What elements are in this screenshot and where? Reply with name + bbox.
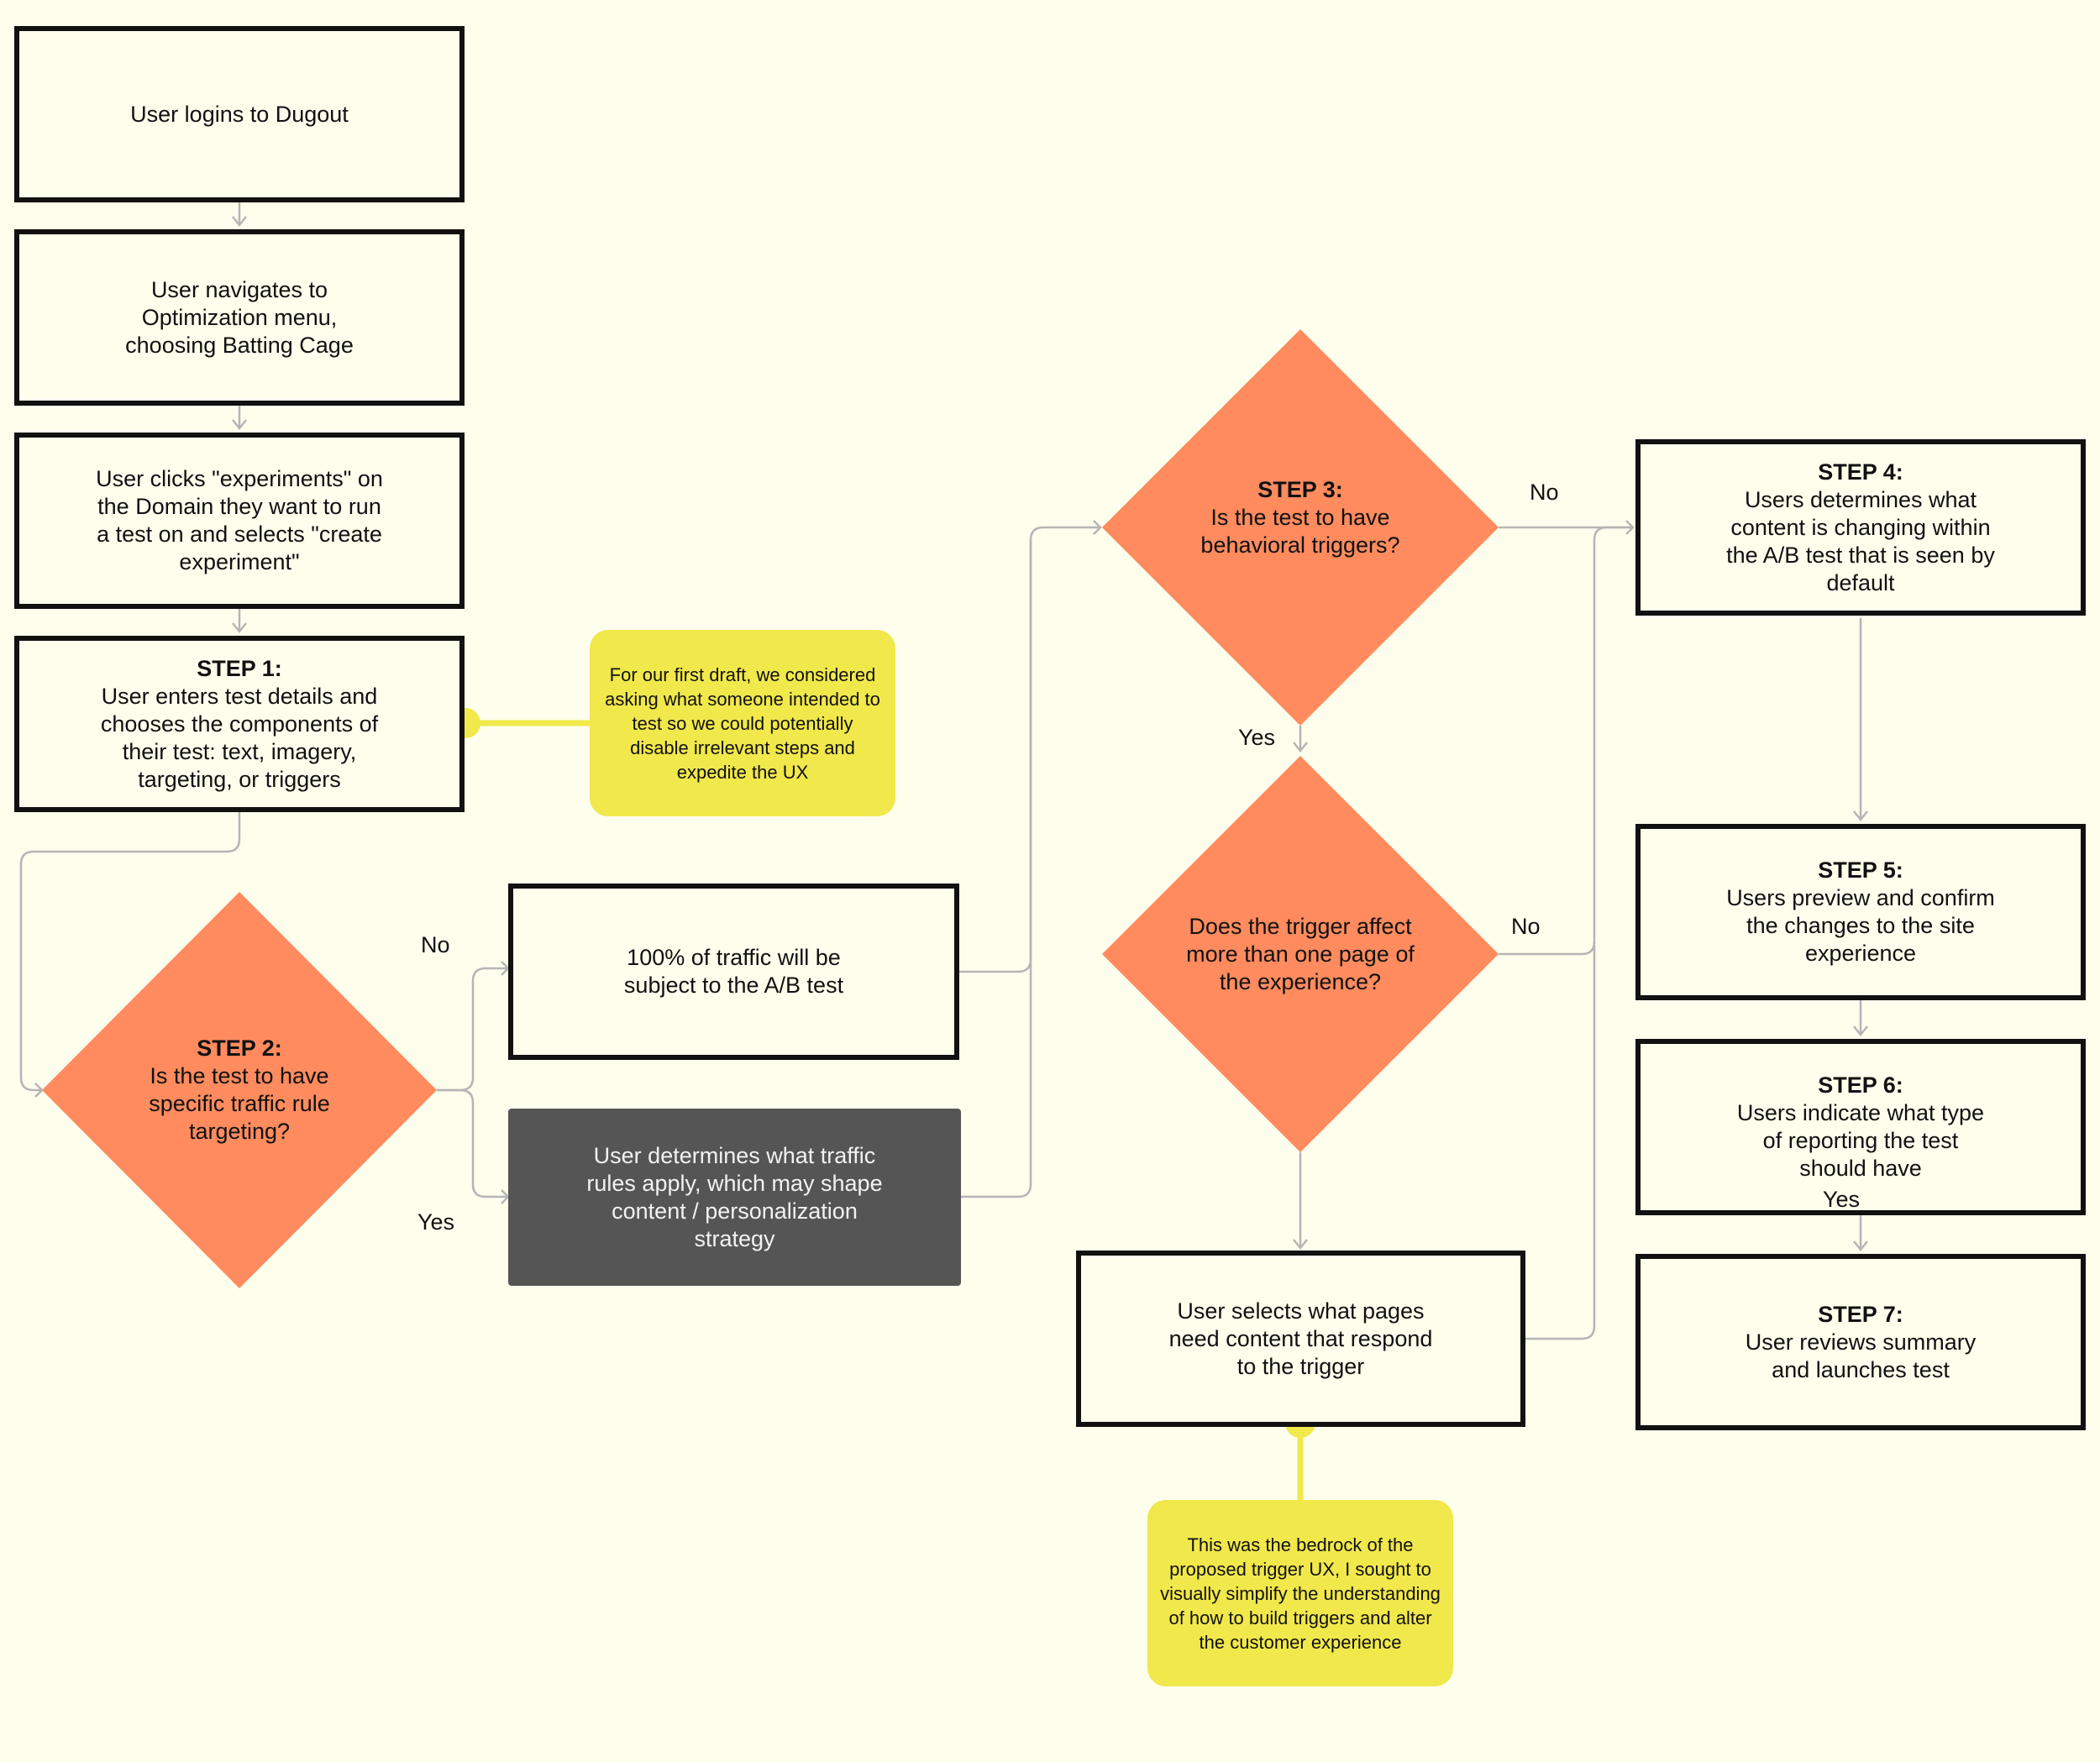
navigate-box: User navigates to Optimization menu, cho… xyxy=(14,229,465,406)
step7-label: STEP 7: xyxy=(1818,1301,1903,1327)
step2-no-label: No xyxy=(421,932,450,957)
connector-step4-step5 xyxy=(1853,618,1868,822)
step2-decision: STEP 2: Is the test to have specific tra… xyxy=(126,1031,353,1149)
connector-step6-step7 xyxy=(1853,1214,1868,1252)
step6-box: STEP 6: Users indicate what type of repo… xyxy=(1635,1039,2086,1215)
step7-text: User reviews summary and launches test xyxy=(1745,1329,1977,1382)
step1-label: STEP 1: xyxy=(197,655,282,681)
step1-box: STEP 1: User enters test details and cho… xyxy=(14,636,465,812)
step5-text: Users preview and confirm the changes to… xyxy=(1726,885,1995,966)
step3-decision: STEP 3: Is the test to have behavioral t… xyxy=(1183,471,1418,564)
select-pages-box: User selects what pages need content tha… xyxy=(1076,1251,1525,1427)
note-bedrock: This was the bedrock of the proposed tri… xyxy=(1147,1500,1453,1686)
traffic-rules-box: User determines what traffic rules apply… xyxy=(508,1109,961,1286)
step3-label: STEP 3: xyxy=(1257,476,1343,502)
trigger-decision: Does the trigger affect more than one pa… xyxy=(1170,912,1431,996)
connector-traffic-rules-step3 xyxy=(961,540,1032,1198)
step3-yes-label: Yes xyxy=(1238,725,1276,750)
connector-login-navigate xyxy=(232,202,247,228)
note-first-draft: For our first draft, we considered askin… xyxy=(590,630,895,816)
step3-no-label: No xyxy=(1530,480,1559,505)
trigger-text: Does the trigger affect more than one pa… xyxy=(1186,913,1415,994)
step2-text: Is the test to have specific traffic rul… xyxy=(149,1063,330,1144)
connector-navigate-clicks xyxy=(232,405,247,431)
step6-yes-label: Yes xyxy=(1823,1187,1861,1212)
step4-box: STEP 4: Users determines what content is… xyxy=(1635,439,2086,616)
navigate-text: User navigates to Optimization menu, cho… xyxy=(125,276,354,358)
connector-step2-no xyxy=(437,961,510,1092)
step4-text: Users determines what content is changin… xyxy=(1726,486,1995,595)
note-first-draft-text: For our first draft, we considered askin… xyxy=(605,663,880,783)
step6-text: Users indicate what type of reporting th… xyxy=(1736,1100,1985,1181)
connector-trigger-step4 xyxy=(1499,526,1633,956)
step5-box: STEP 5: Users preview and confirm the ch… xyxy=(1635,824,2086,1000)
login-box: User logins to Dugout xyxy=(14,26,465,202)
traffic-all-text: 100% of traffic will be subject to the A… xyxy=(623,945,844,998)
trigger-no-label: No xyxy=(1511,914,1541,939)
note-bedrock-text: This was the bedrock of the proposed tri… xyxy=(1160,1534,1441,1653)
step6-label: STEP 6: xyxy=(1818,1072,1903,1098)
step7-box: STEP 7: User reviews summary and launche… xyxy=(1635,1254,2086,1430)
step5-label: STEP 5: xyxy=(1818,857,1903,883)
clicks-experiments-box: User clicks "experiments" on the Domain … xyxy=(14,433,465,609)
step4-label: STEP 4: xyxy=(1818,459,1903,485)
decision-diamond-trigger xyxy=(1102,756,1499,1152)
connector-step3-trigger xyxy=(1293,726,1308,753)
connector-trigger-select xyxy=(1293,1152,1308,1251)
step3-text: Is the test to have behavioral triggers? xyxy=(1200,504,1400,558)
traffic-all-box: 100% of traffic will be subject to the A… xyxy=(508,884,959,1060)
step2-yes-label: Yes xyxy=(417,1209,455,1235)
connector-select-step4 xyxy=(1525,941,1596,1340)
select-pages-text: User selects what pages need content tha… xyxy=(1168,1298,1433,1379)
connector-clicks-step1 xyxy=(232,608,247,634)
step2-label: STEP 2: xyxy=(197,1036,282,1061)
traffic-rules-text: User determines what traffic rules apply… xyxy=(586,1142,883,1251)
clicks-experiments-text: User clicks "experiments" on the Domain … xyxy=(96,466,383,574)
connector-step2-yes xyxy=(437,1088,510,1204)
login-text: User logins to Dugout xyxy=(130,101,349,127)
decision-diamond-step3 xyxy=(1102,329,1499,726)
step1-text: User enters test details and chooses the… xyxy=(100,683,379,792)
connector-step5-step6 xyxy=(1853,999,1868,1037)
decision-diamond-step2 xyxy=(42,892,437,1288)
